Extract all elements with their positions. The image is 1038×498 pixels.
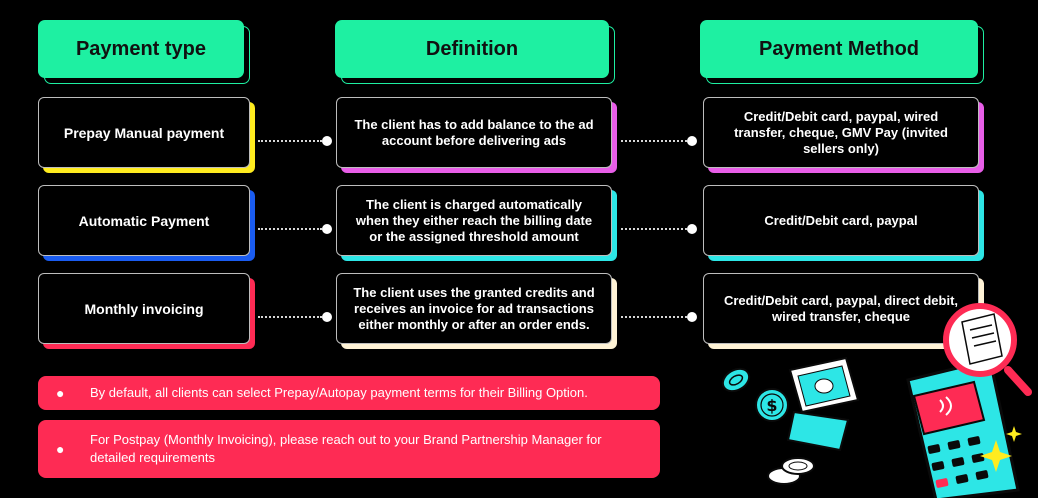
row-automatic-type: Automatic Payment bbox=[38, 185, 250, 256]
note-default: ● By default, all clients can select Pre… bbox=[38, 376, 660, 410]
note-bullet: ● bbox=[56, 385, 65, 401]
note-text: For Postpay (Monthly Invoicing), please … bbox=[90, 432, 602, 465]
note-postpay: ● For Postpay (Monthly Invoicing), pleas… bbox=[38, 420, 660, 478]
dollar-coin-icon: $ bbox=[755, 388, 789, 422]
header-definition: Definition bbox=[335, 20, 609, 78]
svg-text:$: $ bbox=[766, 396, 777, 415]
coin-stack-icon bbox=[767, 457, 815, 485]
connector-row1-a bbox=[258, 135, 332, 147]
note-bullet: ● bbox=[56, 441, 65, 457]
header-payment-type: Payment type bbox=[38, 20, 244, 78]
header-payment-method: Payment Method bbox=[700, 20, 978, 78]
connector-row2-b bbox=[621, 223, 697, 235]
connector-row2-a bbox=[258, 223, 332, 235]
magnifier-receipt-icon bbox=[943, 303, 1032, 396]
note-text: By default, all clients can select Prepa… bbox=[90, 385, 588, 400]
payment-terminal-icon bbox=[906, 358, 1020, 498]
row-automatic-definition: The client is charged automatically when… bbox=[336, 185, 612, 256]
row-prepay-definition: The client has to add balance to the ad … bbox=[336, 97, 612, 168]
row-prepay-type: Prepay Manual payment bbox=[38, 97, 250, 168]
banknote-icon bbox=[786, 356, 860, 452]
coin-icon bbox=[721, 367, 751, 393]
row-prepay-method: Credit/Debit card, paypal, wired transfe… bbox=[703, 97, 979, 168]
row-monthly-method: Credit/Debit card, paypal, direct debit,… bbox=[703, 273, 979, 344]
row-monthly-type: Monthly invoicing bbox=[38, 273, 250, 344]
connector-row3-a bbox=[258, 311, 332, 323]
connector-row1-b bbox=[621, 135, 697, 147]
connector-row3-b bbox=[621, 311, 697, 323]
payment-illustration: $ bbox=[721, 303, 1032, 498]
row-monthly-definition: The client uses the granted credits and … bbox=[336, 273, 612, 344]
row-automatic-method: Credit/Debit card, paypal bbox=[703, 185, 979, 256]
sparkle-icon bbox=[980, 426, 1022, 472]
